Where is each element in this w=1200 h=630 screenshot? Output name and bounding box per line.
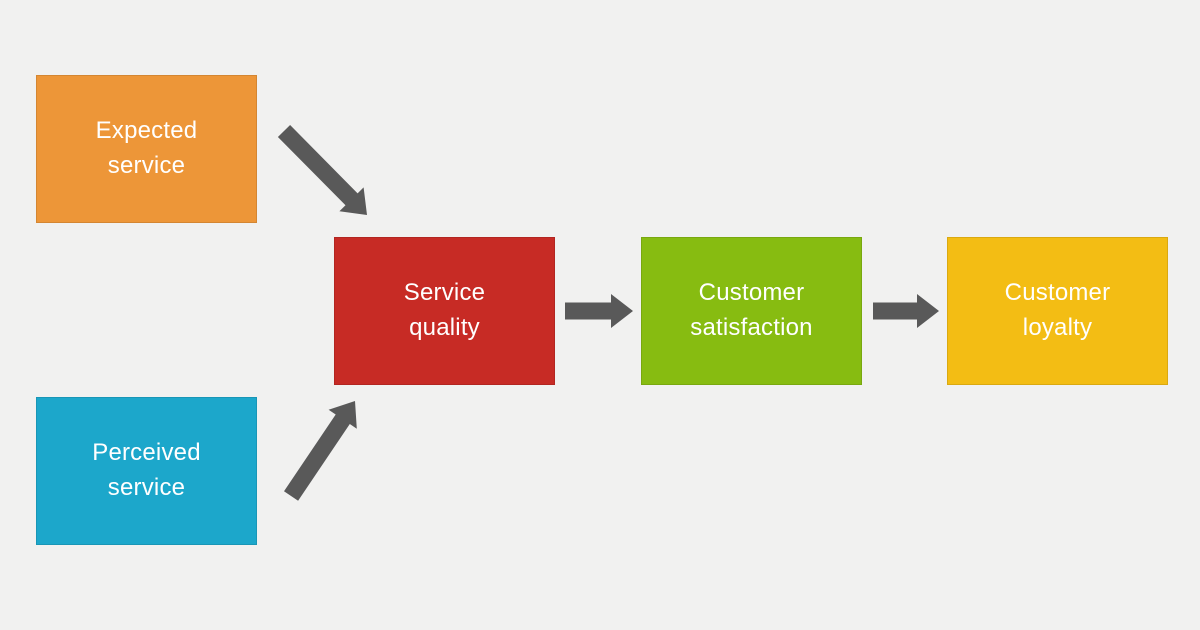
arrow-expected-to-quality-icon [277, 125, 367, 215]
node-customer-satisfaction: Customer satisfaction [641, 237, 862, 385]
node-perceived-service-label: Perceived service [92, 439, 201, 501]
node-customer-loyalty: Customer loyalty [947, 237, 1168, 385]
arrow-perceived-to-quality-icon [284, 401, 357, 501]
node-customer-loyalty-label: Customer loyalty [1004, 279, 1111, 341]
node-expected-service-label: Expected service [95, 117, 198, 179]
arrow-quality-to-satisfaction-icon [565, 294, 633, 328]
arrow-satisfaction-to-loyalty-icon [873, 294, 939, 328]
node-service-quality: Service quality [334, 237, 555, 385]
node-customer-satisfaction-label: Customer satisfaction [690, 279, 813, 341]
node-perceived-service: Perceived service [36, 397, 257, 545]
node-service-quality-label: Service quality [403, 279, 486, 341]
node-expected-service: Expected service [36, 75, 257, 223]
